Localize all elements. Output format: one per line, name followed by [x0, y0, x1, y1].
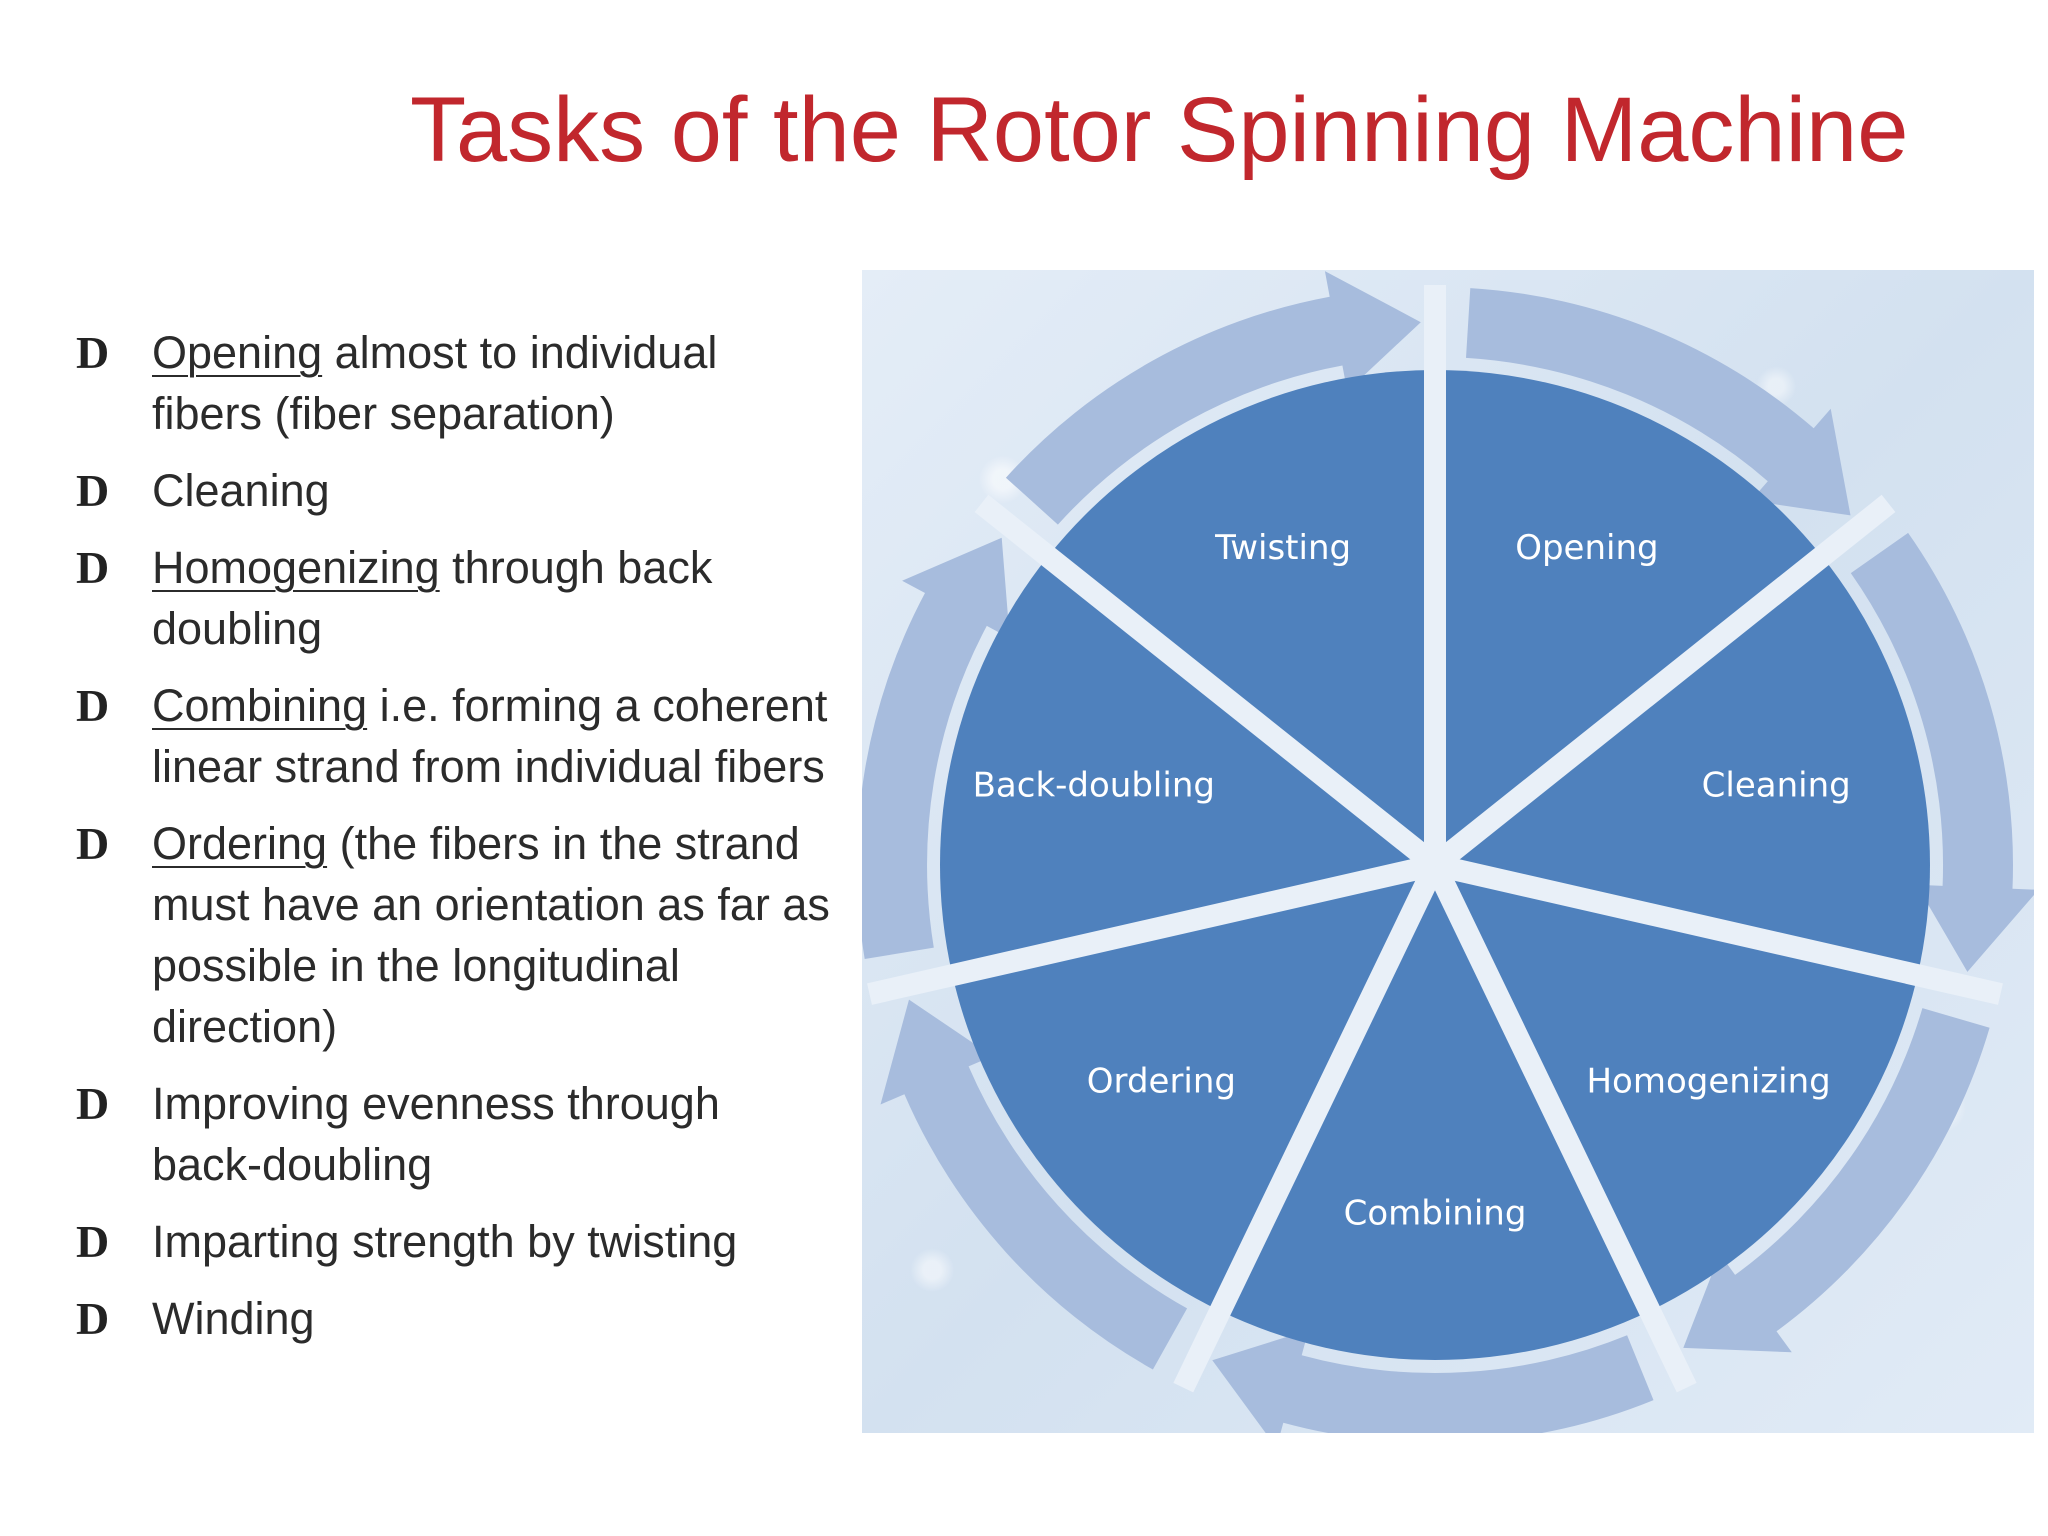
- list-item: D Opening almost to individual fibers (f…: [72, 322, 832, 444]
- bullet-keyword: Ordering: [152, 818, 328, 869]
- cycle-arrow-back-doubling: [862, 537, 1010, 959]
- bullet-text: Imparting strength by twisting: [152, 1216, 738, 1267]
- bullet-marker: D: [76, 327, 110, 378]
- cycle-divider: [1428, 494, 1896, 874]
- bullet-marker: D: [76, 542, 110, 593]
- cycle-arrow-twisting: [1005, 271, 1421, 525]
- cycle-segment-twisting: [1048, 370, 1435, 865]
- list-item: D Winding: [72, 1288, 832, 1349]
- bullet-keyword: Opening: [152, 327, 323, 378]
- list-item: D Homogenizing through back doubling: [72, 537, 832, 659]
- task-list: D Opening almost to individual fibers (f…: [72, 322, 832, 1349]
- list-item: D Combining i.e. forming a coherent line…: [72, 675, 832, 797]
- bullet-text: almost to individual fibers (fiber separ…: [152, 327, 718, 439]
- cycle-divider: [1425, 860, 1697, 1393]
- cycle-arrow-homogenizing: [1683, 1008, 1990, 1353]
- segment-label: Ordering: [1087, 1062, 1236, 1102]
- cycle-arrow-ordering: [880, 999, 1188, 1370]
- bullet-keyword: Combining: [152, 680, 368, 731]
- segment-label: Opening: [1515, 528, 1658, 568]
- cycle-divider: [1173, 860, 1445, 1393]
- list-item: D Imparting strength by twisting: [72, 1211, 832, 1272]
- segment-label: Twisting: [1214, 528, 1351, 568]
- cycle-arrow-combining: [1212, 1330, 1654, 1433]
- list-item: D Improving evenness through back-doubli…: [72, 1073, 832, 1195]
- bullet-text: Cleaning: [152, 465, 330, 516]
- cycle-segment-combining: [1220, 865, 1650, 1361]
- page-title: Tasks of the Rotor Spinning Machine: [410, 79, 1909, 181]
- bullet-marker: D: [76, 818, 110, 869]
- cycle-segment-back-doubling: [940, 556, 1435, 976]
- segment-label: Homogenizing: [1586, 1062, 1830, 1102]
- cycle-divider: [1432, 854, 2003, 1005]
- bullet-marker: D: [76, 1216, 110, 1267]
- bullet-marker: D: [76, 1293, 110, 1344]
- cycle-segment-homogenizing: [1435, 865, 1918, 1311]
- cycle-segment-opening: [1435, 370, 1822, 865]
- cycle-divider: [867, 854, 1438, 1005]
- cycle-segment-cleaning: [1435, 556, 1930, 976]
- segment-label: Cleaning: [1702, 766, 1851, 806]
- cycle-divider: [974, 494, 1442, 874]
- bullet-text: Improving evenness through back-doubling: [152, 1078, 720, 1190]
- cycle-arrow-opening: [1466, 288, 1851, 516]
- segment-label: Combining: [1344, 1194, 1527, 1234]
- cycle-segment-ordering: [952, 865, 1435, 1311]
- bullet-text: (the fibers in the strand must have an o…: [152, 818, 830, 1052]
- bullet-text: Winding: [152, 1293, 315, 1344]
- bullet-marker: D: [76, 1078, 110, 1129]
- cycle-arrow-cleaning: [1850, 532, 2034, 972]
- bullet-text: i.e. forming a coherent linear strand fr…: [152, 680, 828, 792]
- bullet-marker: D: [76, 465, 110, 516]
- bullet-text: through back doubling: [152, 542, 713, 654]
- list-item: D Cleaning: [72, 460, 832, 521]
- list-item: D Ordering (the fibers in the strand mus…: [72, 813, 832, 1057]
- bullet-keyword: Homogenizing: [152, 542, 440, 593]
- bullet-marker: D: [76, 680, 110, 731]
- segment-label: Back-doubling: [973, 766, 1215, 806]
